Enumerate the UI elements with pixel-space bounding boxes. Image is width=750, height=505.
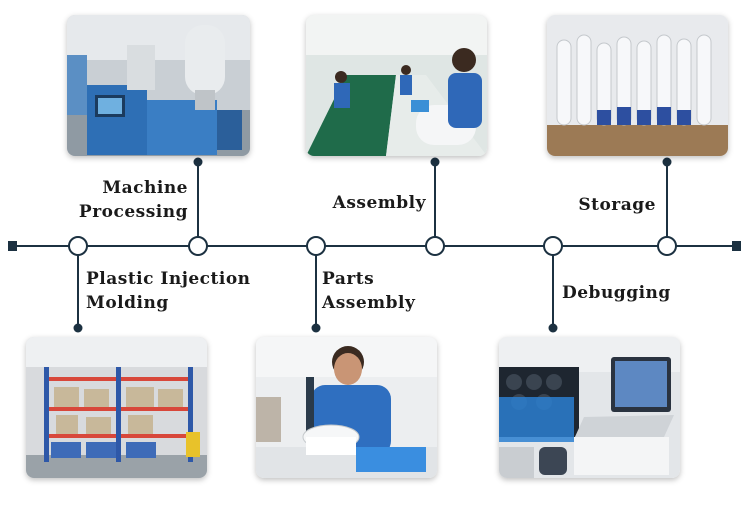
connector-dot-step-2: [193, 157, 203, 167]
label-line: Plastic Injection: [86, 269, 251, 289]
label-parts-assembly: Parts Assembly: [322, 267, 415, 315]
timeline-node-1: [68, 236, 88, 256]
photo-plastic-injection-molding: [26, 337, 207, 478]
label-line: Debugging: [562, 283, 671, 303]
connector-dot-step-1: [73, 323, 83, 333]
connector-dot-step-6: [662, 157, 672, 167]
label-debugging: Debugging: [562, 281, 671, 305]
label-line: Storage: [578, 195, 656, 215]
label-machine-processing: Machine Processing: [78, 176, 188, 224]
label-line: Machine: [102, 178, 188, 198]
photo-debugging: [499, 337, 680, 478]
timeline-node-6: [657, 236, 677, 256]
connector-dot-step-3: [311, 323, 321, 333]
timeline-node-4: [425, 236, 445, 256]
label-assembly: Assembly: [326, 191, 426, 215]
timeline-node-5: [543, 236, 563, 256]
photo-assembly: [306, 15, 487, 156]
photo-storage: [547, 15, 728, 156]
connector-dot-step-4: [430, 157, 440, 167]
axis-start-cap: [8, 241, 17, 251]
label-line: Molding: [86, 293, 169, 313]
label-line: Assembly: [322, 293, 416, 313]
timeline-node-3: [306, 236, 326, 256]
connector-dot-step-5: [548, 323, 558, 333]
photo-parts-assembly: [256, 337, 437, 478]
photo-machine-processing: [67, 15, 250, 156]
label-plastic-injection-molding: Plastic Injection Molding: [86, 267, 251, 315]
label-line: Assembly: [332, 193, 426, 213]
label-line: Parts: [322, 269, 375, 289]
axis-end-cap: [732, 241, 741, 251]
label-line: Processing: [78, 202, 188, 222]
timeline-node-2: [188, 236, 208, 256]
label-storage: Storage: [560, 193, 656, 217]
